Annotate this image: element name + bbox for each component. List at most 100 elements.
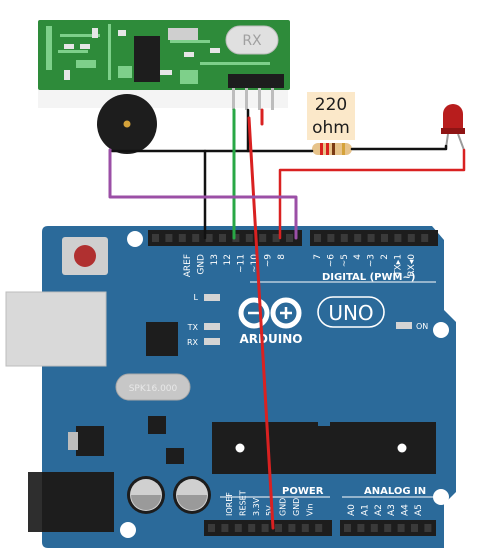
piezo-buzzer[interactable] (97, 94, 157, 154)
usb-connector[interactable] (5, 291, 107, 367)
board-name: UNO (328, 301, 373, 325)
wire-black-led-resistor[interactable] (350, 144, 448, 151)
analog-pin-label: A5 (414, 504, 424, 516)
reset-button[interactable] (62, 237, 108, 275)
led-on-indicator (396, 322, 412, 329)
led-dome (443, 104, 463, 128)
rf-module-traces (46, 24, 270, 84)
pin-hole (165, 234, 173, 242)
crystal-label: SPK16.000 (129, 384, 178, 394)
arduino-logo-symbols (248, 307, 292, 319)
wire-red-vcc-main[interactable] (247, 116, 275, 530)
pin-hole (219, 234, 226, 242)
mounting-hole (120, 522, 136, 538)
power-pin-label: GND (292, 498, 301, 516)
digital-pin-label: 4 (353, 254, 363, 260)
red-led[interactable] (441, 104, 465, 151)
power-pin-labels: IOREF RESET 3.3V 5V GND GND Vin (225, 490, 314, 516)
power-jack[interactable] (28, 472, 114, 532)
pin-hole (411, 524, 418, 532)
pin-hole (245, 234, 253, 242)
power-pin-label: 3.3V (252, 497, 261, 516)
digital-pin-label: ~9 (263, 254, 273, 268)
pin-hole (354, 234, 362, 242)
rf-module-label: RX (242, 33, 262, 49)
led-rim (441, 128, 465, 134)
led-tx-indicator (204, 323, 220, 330)
digital-pin-label: GND (196, 254, 206, 275)
pin-hole (208, 524, 215, 532)
rf-module-coil (168, 28, 198, 40)
mounting-hole (433, 489, 449, 505)
arduino-uno-board[interactable]: SPK16.000 L TX RX ON (5, 226, 456, 548)
capacitor (127, 476, 165, 514)
pin-hole (314, 234, 321, 242)
mounting-hole (433, 322, 449, 338)
power-pin-label: Vin (305, 503, 314, 516)
wire-red-led[interactable] (278, 148, 466, 240)
usb-interface-chip (146, 322, 178, 356)
pin-hole (272, 234, 280, 242)
rf-module-pins (232, 88, 274, 110)
pin-hole (394, 234, 402, 242)
power-header-title: POWER (282, 486, 324, 497)
digital-pin-label: 13 (210, 254, 220, 265)
pin-hole (261, 524, 269, 532)
pin-hole (275, 524, 282, 532)
analog-pin-label: A0 (347, 504, 357, 516)
analog-pin-label: A2 (374, 504, 384, 516)
regulator-tab (68, 432, 78, 450)
digital-pin-label: ~6 (326, 254, 336, 268)
pin-hole (286, 234, 293, 242)
pin-hole (424, 524, 432, 532)
pin-hole (234, 524, 242, 532)
voltage-regulator (76, 426, 104, 456)
regulator-chip (148, 416, 166, 434)
uno-badge (317, 296, 385, 328)
wire-purple-buzzer[interactable] (108, 148, 298, 240)
resistor-220-ohm[interactable]: 220 ohm (307, 92, 355, 155)
led-label-on: ON (416, 322, 428, 331)
resistor-band-1 (320, 143, 323, 155)
power-pin-label: 5V (265, 505, 274, 516)
digital-pin-label: ~11 (237, 254, 247, 273)
power-pin-label: RESET (238, 490, 247, 516)
pin-hole (421, 234, 429, 242)
led-label-tx: TX (187, 323, 199, 332)
rf-receiver-module[interactable]: RX (38, 20, 290, 110)
mounting-hole (127, 231, 143, 247)
pin-hole (340, 234, 348, 242)
digital-pin-label: 8 (277, 254, 287, 260)
pin-hole (301, 524, 309, 532)
power-pin-label: IOREF (225, 492, 234, 516)
rf-module-components (64, 28, 220, 80)
pin-hole (397, 524, 405, 532)
analog-pin-label: A4 (401, 504, 411, 516)
pin-hole (221, 524, 229, 532)
pin-hole (205, 234, 213, 242)
buzzer-hole (123, 120, 131, 128)
pin-hole (152, 234, 159, 242)
resistor-label-box (307, 92, 355, 140)
capacitor (173, 476, 211, 514)
arduino-logo-icon (238, 297, 302, 329)
pin-hole (248, 524, 256, 532)
pin-hole (192, 234, 200, 242)
digital-header[interactable] (148, 230, 438, 246)
transistor (166, 448, 184, 464)
digital-pin-label: 12 (223, 254, 233, 265)
analog-pin-label: A3 (387, 504, 397, 516)
pin-hole (407, 234, 415, 242)
pin-hole (370, 524, 378, 532)
pin-hole (344, 524, 351, 532)
pin-hole (178, 234, 186, 242)
pin-hole (367, 234, 375, 242)
rf-module-header (228, 74, 284, 88)
pin-hole (357, 524, 365, 532)
digital-header-title: DIGITAL (PWM~) (322, 272, 415, 283)
power-pin-label: GND (279, 498, 288, 516)
bottom-pin-holes (208, 524, 432, 532)
pin-hole (288, 524, 296, 532)
resistor-unit: ohm (312, 118, 350, 138)
